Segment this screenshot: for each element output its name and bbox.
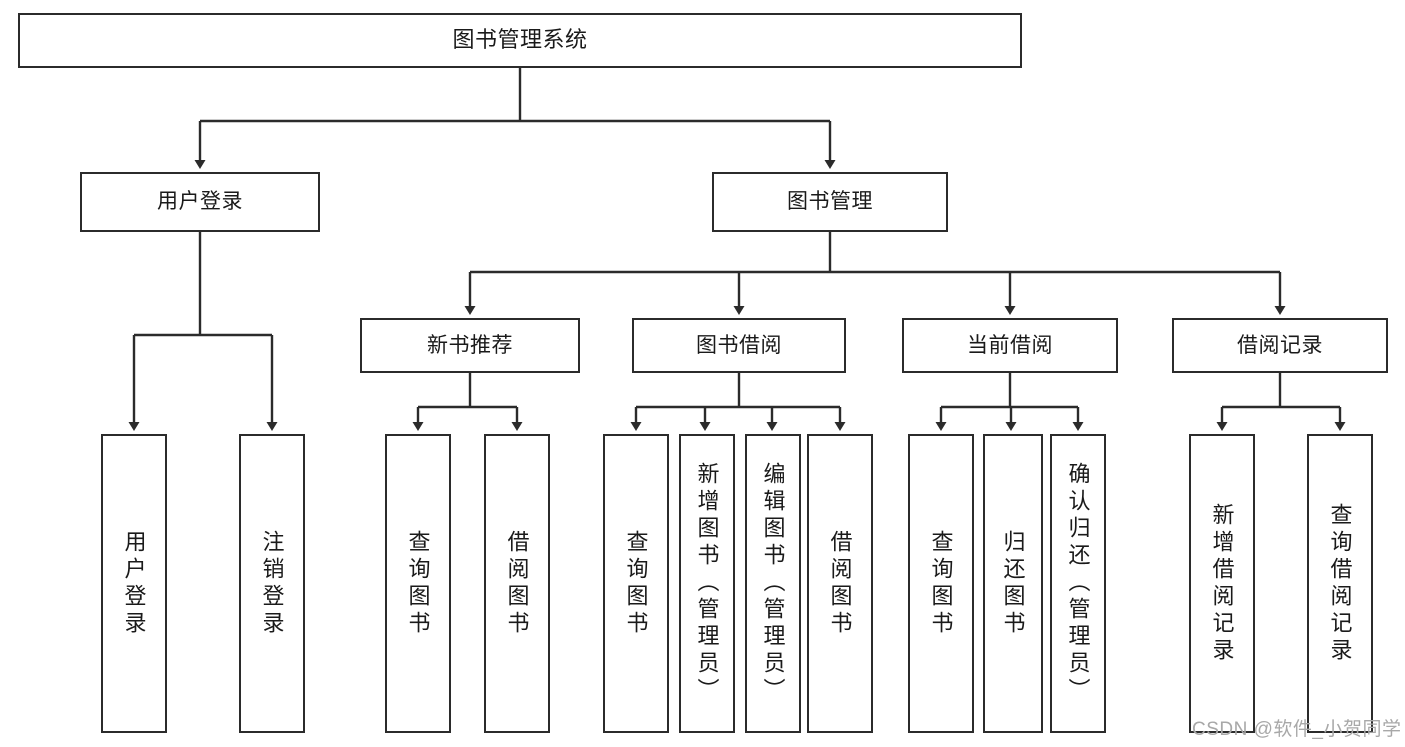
node-root[interactable]: 图书管理系统 (18, 13, 1022, 68)
leaf-confirm-return-admin[interactable]: 确认归还（管理员） (1050, 434, 1106, 733)
leaf-add-borrow-record-label: 新增借阅记录 (1209, 502, 1235, 665)
node-book-management-label: 图书管理 (787, 190, 873, 214)
leaf-query-book-current-label: 查询图书 (928, 529, 954, 638)
node-book-management[interactable]: 图书管理 (712, 172, 948, 232)
node-user-login[interactable]: 用户登录 (80, 172, 320, 232)
leaf-return-book[interactable]: 归还图书 (983, 434, 1043, 733)
leaf-add-book-admin[interactable]: 新增图书（管理员） (679, 434, 735, 733)
leaf-edit-book-admin-label: 编辑图书（管理员） (760, 462, 786, 705)
leaf-query-book-recommend[interactable]: 查询图书 (385, 434, 451, 733)
leaf-query-book-current[interactable]: 查询图书 (908, 434, 974, 733)
leaf-add-borrow-record[interactable]: 新增借阅记录 (1189, 434, 1255, 733)
leaf-borrow-book-recommend-label: 借阅图书 (504, 529, 530, 638)
node-current-borrow-label: 当前借阅 (967, 333, 1053, 357)
leaf-query-borrow-record-label: 查询借阅记录 (1327, 502, 1353, 665)
leaf-query-book-recommend-label: 查询图书 (405, 529, 431, 638)
node-borrow-record-label: 借阅记录 (1237, 333, 1323, 357)
node-book-borrow-label: 图书借阅 (696, 333, 782, 357)
node-new-book-recommend-label: 新书推荐 (427, 333, 513, 357)
leaf-user-login[interactable]: 用户登录 (101, 434, 167, 733)
leaf-query-book-borrow[interactable]: 查询图书 (603, 434, 669, 733)
node-root-label: 图书管理系统 (452, 27, 588, 53)
node-book-borrow[interactable]: 图书借阅 (632, 318, 846, 373)
node-new-book-recommend[interactable]: 新书推荐 (360, 318, 580, 373)
leaf-edit-book-admin[interactable]: 编辑图书（管理员） (745, 434, 801, 733)
leaf-query-borrow-record[interactable]: 查询借阅记录 (1307, 434, 1373, 733)
leaf-borrow-book-recommend[interactable]: 借阅图书 (484, 434, 550, 733)
node-user-login-label: 用户登录 (157, 190, 243, 214)
leaf-add-book-admin-label: 新增图书（管理员） (694, 462, 720, 705)
watermark-text: CSDN @软件_小贺同学 (1192, 719, 1402, 740)
leaf-query-book-borrow-label: 查询图书 (623, 529, 649, 638)
leaf-logout-label: 注销登录 (259, 529, 285, 638)
leaf-borrow-book[interactable]: 借阅图书 (807, 434, 873, 733)
leaf-confirm-return-admin-label: 确认归还（管理员） (1065, 462, 1091, 705)
node-current-borrow[interactable]: 当前借阅 (902, 318, 1118, 373)
node-borrow-record[interactable]: 借阅记录 (1172, 318, 1388, 373)
leaf-user-login-label: 用户登录 (121, 529, 147, 638)
leaf-return-book-label: 归还图书 (1000, 529, 1026, 638)
leaf-logout[interactable]: 注销登录 (239, 434, 305, 733)
leaf-borrow-book-label: 借阅图书 (827, 529, 853, 638)
